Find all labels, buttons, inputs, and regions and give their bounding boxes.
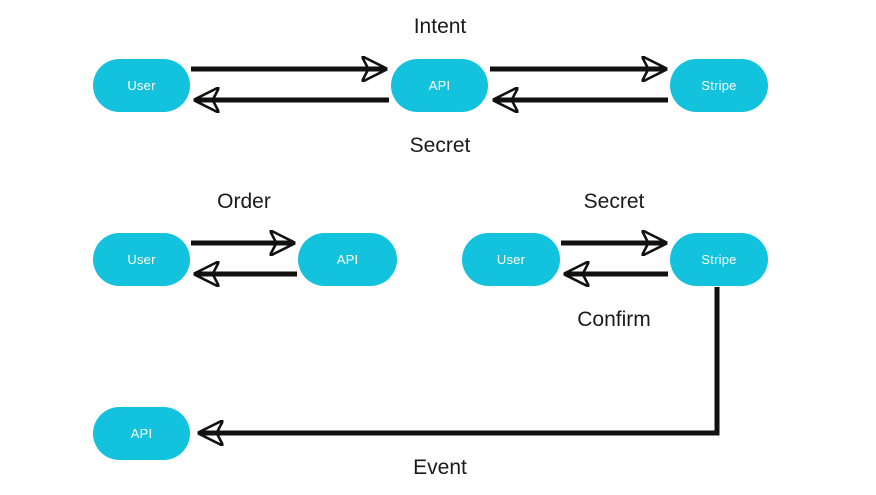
node-label: API — [130, 426, 153, 441]
node-label: API — [336, 252, 359, 267]
edge-label-secret-top: Secret — [409, 134, 471, 157]
edge-label-event: Event — [413, 456, 467, 479]
edge-label-order: Order — [217, 190, 271, 213]
node-label: Stripe — [701, 252, 737, 267]
node-label: User — [127, 252, 156, 267]
node-api-intent[interactable]: API — [391, 59, 488, 112]
node-stripe-intent[interactable]: Stripe — [670, 59, 768, 112]
node-label: User — [496, 252, 526, 267]
node-user-order[interactable]: User — [93, 233, 190, 286]
edge-label-intent: Intent — [413, 15, 467, 38]
edge-label-confirm: Confirm — [577, 308, 651, 331]
node-stripe-secret[interactable]: Stripe — [670, 233, 768, 286]
node-user-intent[interactable]: User — [93, 59, 190, 112]
node-user-secret[interactable]: User — [462, 233, 560, 286]
node-api-event[interactable]: API — [93, 407, 190, 460]
node-label: API — [428, 78, 451, 93]
node-api-order[interactable]: API — [298, 233, 397, 286]
node-label: Stripe — [701, 78, 737, 93]
node-label: User — [127, 78, 156, 93]
edge-label-secret-mid: Secret — [583, 190, 645, 213]
